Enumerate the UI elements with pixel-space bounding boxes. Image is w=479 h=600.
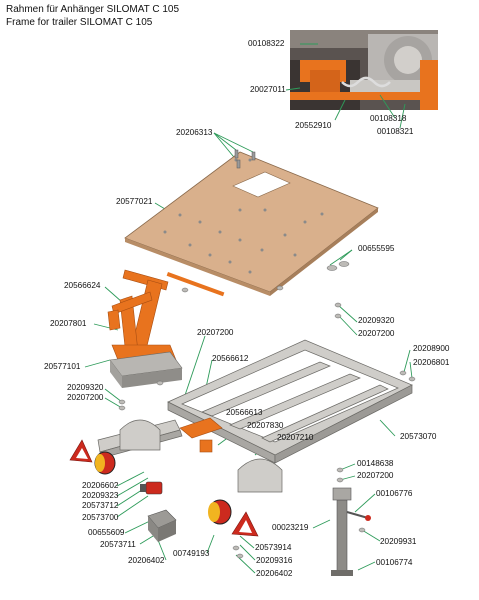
- part-label: 20209316: [256, 556, 293, 565]
- part-label: 00749193: [173, 549, 210, 558]
- junction-box: [147, 509, 177, 542]
- part-label: 20566624: [64, 281, 101, 290]
- part-label: 20207210: [277, 433, 314, 442]
- part-label: 20207801: [50, 319, 87, 328]
- part-label: 20207830: [247, 421, 284, 430]
- part-label: 20566612: [212, 354, 249, 363]
- part-label: 20207200: [358, 329, 395, 338]
- part-label: 20552910: [295, 121, 332, 130]
- part-label: 20207200: [197, 328, 234, 337]
- tail-light-right: [208, 499, 232, 525]
- part-label: 20209323: [82, 491, 119, 500]
- orange-mount-plate: [179, 417, 223, 453]
- part-label: 20206402: [128, 556, 165, 565]
- part-label: 20566613: [226, 408, 263, 417]
- part-label: 20573712: [82, 501, 119, 510]
- part-label: 00655595: [358, 244, 395, 253]
- part-label: 20209931: [380, 537, 417, 546]
- triangle-reflector-left: [69, 439, 93, 463]
- main-frame: [97, 339, 413, 493]
- part-label: 20573700: [82, 513, 119, 522]
- part-label: 00108318: [370, 114, 407, 123]
- part-label: 20209320: [67, 383, 104, 392]
- orange-arm-bracket: [107, 269, 177, 361]
- detail-photo: [290, 30, 438, 110]
- part-label: 00023219: [272, 523, 309, 532]
- diagram-title-en: Frame for trailer SILOMAT C 105: [6, 17, 153, 28]
- part-label: 00106776: [376, 489, 413, 498]
- part-label: 00655609: [88, 528, 125, 537]
- part-label: 00106774: [376, 558, 413, 567]
- part-label: 20577101: [44, 362, 81, 371]
- part-label: 20208900: [413, 344, 450, 353]
- part-label: 20573070: [400, 432, 437, 441]
- part-label: 20573711: [100, 540, 136, 549]
- part-label: 20206313: [176, 128, 213, 137]
- triangle-reflector-right: [231, 511, 259, 537]
- part-label: 20027011: [250, 85, 286, 94]
- side-lamp: [140, 481, 163, 495]
- part-label: 20206402: [256, 569, 293, 578]
- part-label: 20206602: [82, 481, 119, 490]
- tail-light-left: [94, 451, 116, 475]
- part-label: 20573914: [255, 543, 292, 552]
- part-label: 20207200: [67, 393, 104, 402]
- diagram-title-de: Rahmen für Anhänger SILOMAT C 105: [6, 4, 180, 15]
- part-label: 20577021: [116, 197, 153, 206]
- part-label: 00108321: [377, 127, 414, 136]
- jack-stand: [331, 487, 371, 576]
- part-label: 20209320: [358, 316, 395, 325]
- part-label: 20207200: [357, 471, 394, 480]
- part-label: 20206801: [413, 358, 450, 367]
- floor-plate: [124, 151, 379, 297]
- part-label: 00108322: [248, 39, 285, 48]
- part-label: 00148638: [357, 459, 394, 468]
- bracket-base: [109, 351, 183, 388]
